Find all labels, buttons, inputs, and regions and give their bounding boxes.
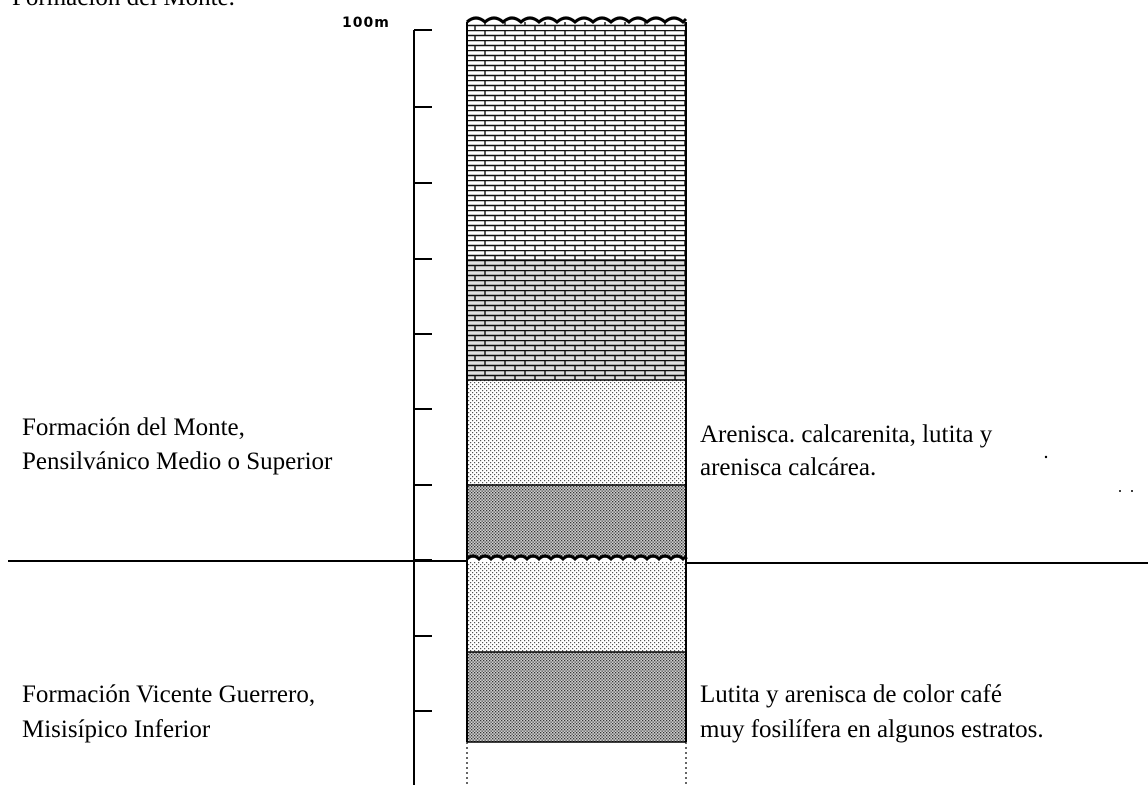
limestone-layer-upper [467, 22, 686, 260]
sandstone-layer-upper [467, 380, 686, 485]
speck [1044, 455, 1048, 459]
header-fragment: Formación del Monte. [12, 0, 235, 14]
shale-layer-upper [467, 485, 686, 558]
lowest-interval [467, 742, 686, 785]
lower-formation-name-line1: Formación Vicente Guerrero, [22, 681, 316, 708]
sandstone-layer-lower [467, 562, 686, 652]
top-unconformity [466, 16, 688, 25]
formation-boundary-line [8, 560, 1148, 564]
upper-lithology-line1: Arenisca. calcarenita, lutita y [700, 421, 993, 448]
limestone-layer-lower [467, 260, 686, 380]
stratigraphic-column [465, 16, 688, 785]
lower-lithology-line1: Lutita y arenisca de color café [700, 681, 1002, 708]
speck [1119, 490, 1121, 492]
formation-unconformity [465, 554, 688, 562]
upper-lithology-line2: arenisca calcárea. [700, 454, 877, 481]
scale-bar [413, 29, 432, 785]
lower-formation-name-line2: Misisípico Inferior [22, 716, 211, 743]
upper-formation-name-line2: Pensilvánico Medio o Superior [22, 448, 333, 475]
speck [1131, 490, 1133, 492]
scale-top-label: 100m [342, 15, 390, 31]
upper-formation-name-line1: Formación del Monte, [22, 414, 245, 441]
shale-layer-lower [467, 652, 686, 742]
lower-lithology-line2: muy fosilífera en algunos estratos. [700, 716, 1044, 743]
